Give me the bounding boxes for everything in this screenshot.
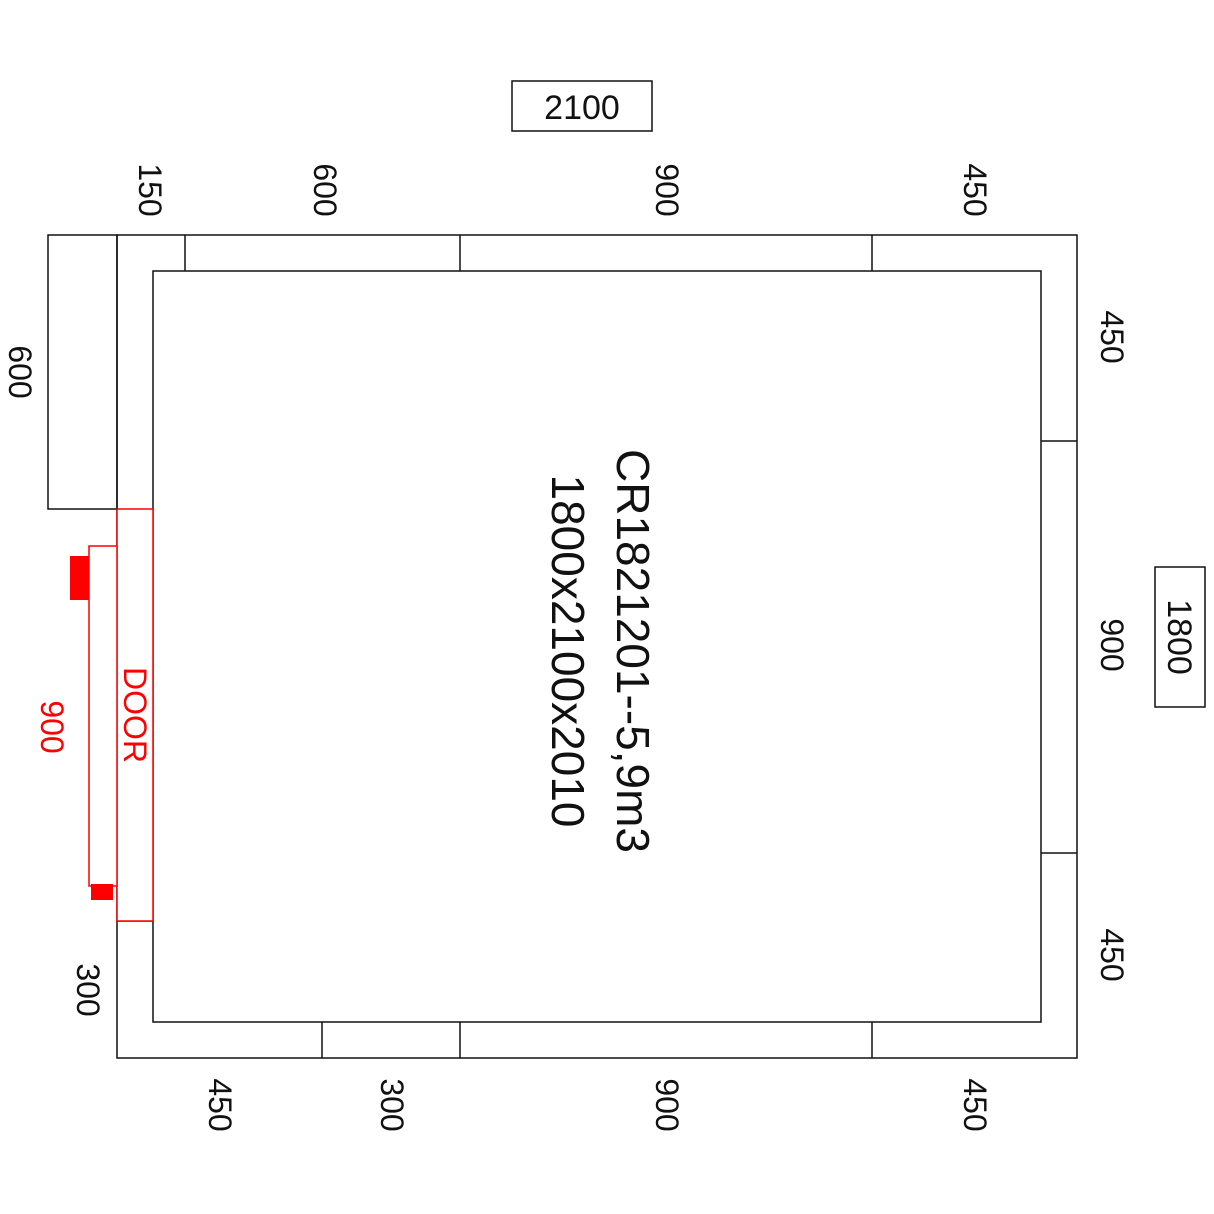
- top-dim-2: 600: [307, 163, 343, 216]
- door-leaf: [88, 545, 118, 887]
- room-title: CR1821201--5,9m3 1800x2100x2010: [542, 449, 659, 853]
- door-width-label: 900: [34, 700, 70, 753]
- right-dim-1: 450: [1094, 310, 1130, 363]
- top-dim-4: 450: [957, 163, 993, 216]
- left-dim-lower: 300: [70, 963, 106, 1016]
- top-dim-1: 150: [132, 163, 168, 216]
- overall-depth-box: 1800: [1154, 566, 1206, 708]
- outer-wall: [116, 234, 1078, 1059]
- top-dim-3: 900: [649, 163, 685, 216]
- inner-wall: [152, 270, 1042, 1023]
- bottom-dim-3: 900: [649, 1078, 685, 1131]
- door-handle-lower: [91, 884, 113, 900]
- left-dim-upper: 600: [2, 345, 38, 398]
- model-code: CR1821201--5,9m3: [607, 449, 659, 853]
- right-dim-3: 450: [1094, 928, 1130, 981]
- door-handle-upper: [70, 556, 89, 600]
- right-dim-2: 900: [1094, 618, 1130, 671]
- overall-depth-label: 1800: [1160, 599, 1198, 675]
- side-panel: [47, 234, 118, 510]
- door-label: DOOR: [117, 667, 153, 763]
- door: DOOR 900: [34, 508, 154, 922]
- room-size: 1800x2100x2010: [542, 475, 594, 828]
- left-dimensions: 600 300: [2, 345, 106, 1016]
- bottom-dimensions: 450 300 900 450: [202, 1078, 993, 1131]
- overall-width-box: 2100: [511, 80, 653, 132]
- bottom-dim-4: 450: [957, 1078, 993, 1131]
- right-dimensions: 450 900 450: [1094, 310, 1130, 981]
- overall-width-label: 2100: [544, 89, 620, 127]
- top-dimensions: 150 600 900 450: [132, 163, 993, 216]
- bottom-dim-1: 450: [202, 1078, 238, 1131]
- bottom-dim-2: 300: [374, 1078, 410, 1131]
